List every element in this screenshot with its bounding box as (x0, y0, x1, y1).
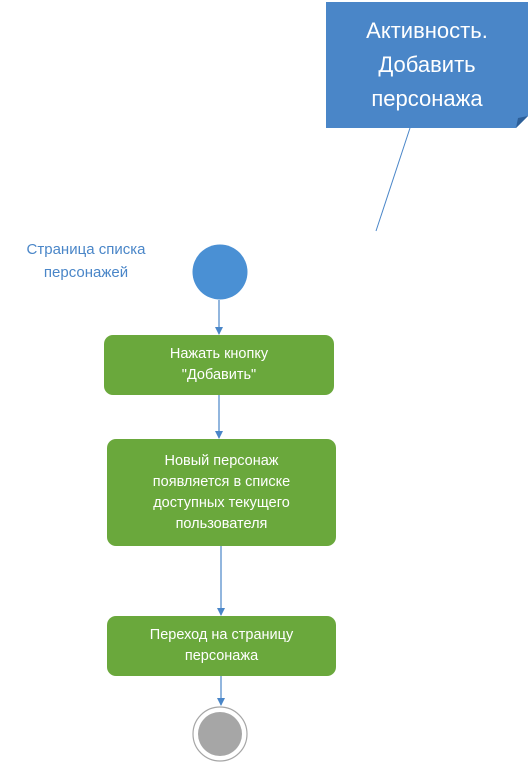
action-1-label: Нажать кнопку "Добавить" (169, 346, 269, 383)
end-node (192, 706, 248, 762)
comment-note-label: Активность. Добавить персонажа (366, 18, 488, 111)
action-box-2 (107, 439, 336, 546)
comment-connector (375, 127, 411, 232)
action-1: Нажать кнопку "Добавить" (104, 335, 334, 395)
action-3: Переход на страницу персонажа (107, 616, 336, 676)
action-3-label: Переход на страницу персонажа (149, 627, 294, 664)
end-node-inner (198, 712, 242, 756)
start-node (192, 244, 248, 300)
action-2: Новый персонаж появляется в списке досту… (107, 439, 336, 546)
start-node-label-text: Страница списка персонажей (26, 241, 146, 281)
comment-note (326, 2, 528, 128)
action-box-3 (107, 616, 336, 676)
action-2-label: Новый персонаж появляется в списке досту… (152, 452, 291, 532)
comment-note-fold (516, 116, 528, 128)
comment-note-shape (326, 2, 528, 128)
start-node-label: Страница списка персонажей (8, 238, 164, 284)
action-box-1 (104, 335, 334, 395)
comment-note-text: Активность. Добавить персонажа (326, 2, 528, 128)
